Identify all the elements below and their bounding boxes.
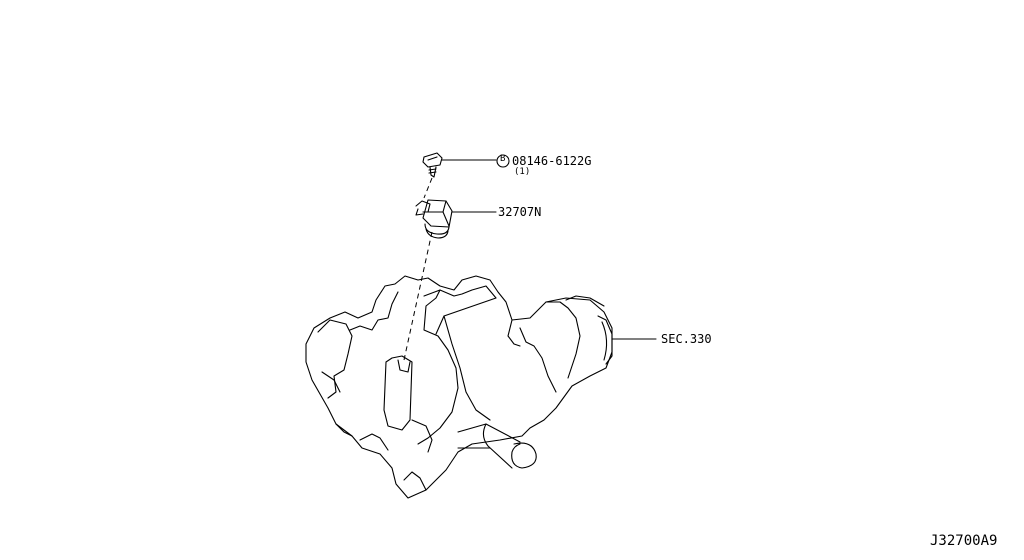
speed-sensor-icon [415,199,453,239]
bolt-marker-label: B [500,154,506,164]
bolt-icon [422,152,443,178]
diagram-code: J32700A9 [930,533,998,549]
bolt-part-number: 08146-6122G [512,154,592,168]
transfer-case-housing [305,275,613,499]
bolt-assembly-dashed-line [423,177,433,199]
bolt-quantity: (1) [514,167,531,177]
section-reference: SEC.330 [661,332,712,346]
sensor-assembly-dashed-line [403,231,433,361]
sensor-part-number: 32707N [498,205,542,219]
output-shaft [457,423,537,469]
bolt-marker-circle [496,154,510,168]
